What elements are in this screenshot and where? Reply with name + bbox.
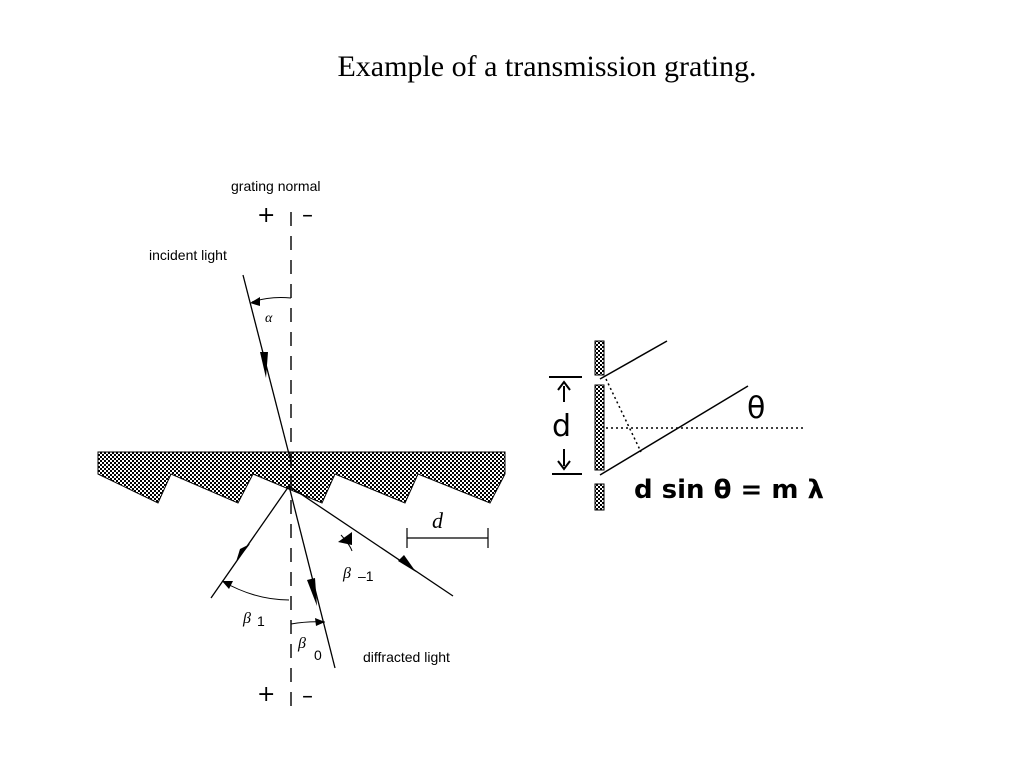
- ray-beta-0-arrow: [307, 578, 317, 606]
- ray-beta-neg1-arrow: [398, 555, 416, 572]
- d-arrow-up-head: [557, 380, 571, 391]
- beta-0-subscript: 0: [314, 647, 322, 663]
- inset-d-label: d: [552, 409, 571, 444]
- incident-light-label: incident light: [149, 247, 227, 263]
- grating-body: [97, 451, 506, 504]
- beta-neg1-arc-arrow: [338, 532, 352, 545]
- ray-lower-slit: [599, 385, 749, 476]
- beta-neg1-symbol: β: [342, 565, 351, 582]
- alpha-label: α: [265, 311, 273, 326]
- plus-sign-bottom: +: [257, 682, 275, 707]
- beta-0-arc-arrow: [315, 618, 325, 626]
- transmission-grating-diagram: grating normal + – incident light α d β …: [97, 178, 506, 712]
- beta-1-subscript: 1: [257, 613, 265, 629]
- ray-beta-1-arrow: [236, 544, 250, 562]
- d-arrow-down-head: [557, 460, 571, 471]
- minus-sign-bottom: –: [302, 684, 313, 709]
- minus-sign-top: –: [302, 203, 313, 228]
- beta-1-symbol: β: [242, 610, 251, 627]
- grating-equation: d sin θ = m λ: [634, 475, 824, 505]
- incident-ray: [242, 274, 292, 463]
- beta-0-symbol: β: [297, 635, 306, 652]
- beta-neg1-subscript: –1: [358, 568, 374, 584]
- ray-beta-1: [210, 485, 290, 599]
- alpha-arrow: [250, 297, 260, 306]
- double-slit-inset: d θ d sin θ = m λ: [549, 340, 824, 511]
- ray-beta-neg1: [288, 485, 454, 597]
- diffracted-light-label: diffracted light: [363, 649, 450, 665]
- screen-segment-bottom: [594, 483, 605, 511]
- incident-arrow: [260, 352, 268, 378]
- plus-sign-top: +: [257, 203, 275, 228]
- dotted-path-difference: [605, 378, 642, 453]
- period-d-label: d: [432, 508, 444, 533]
- ray-beta-0: [288, 485, 336, 669]
- page-title: Example of a transmission grating.: [337, 50, 757, 83]
- screen-segment-middle: [594, 384, 605, 471]
- theta-label: θ: [747, 391, 765, 426]
- beta-1-arc-arrow: [222, 581, 233, 589]
- grating-normal-label: grating normal: [231, 178, 321, 194]
- screen-segment-top: [594, 340, 605, 376]
- beta-1-arc: [221, 580, 290, 601]
- ray-upper-slit: [599, 340, 668, 380]
